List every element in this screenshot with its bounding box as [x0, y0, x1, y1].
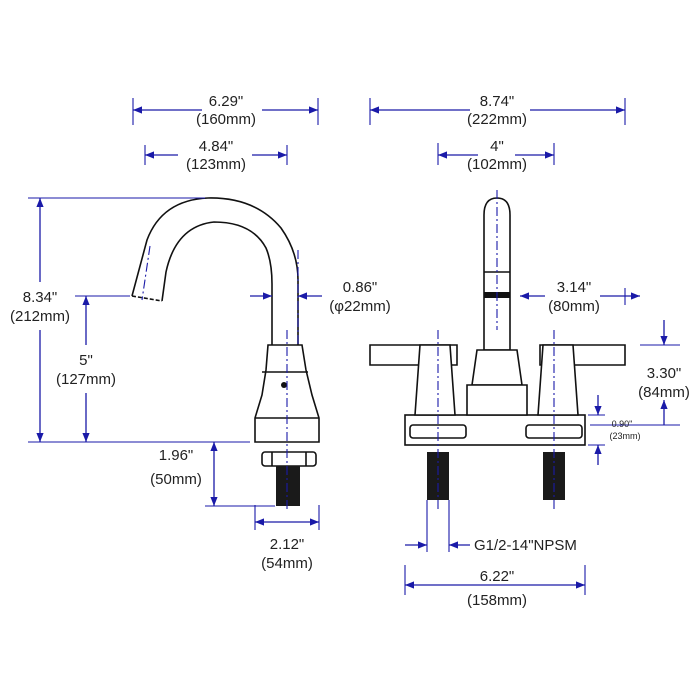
- label-overall-height-metric: (212mm): [10, 308, 70, 325]
- label-shank-length-imperial: 1.96": [159, 447, 194, 464]
- label-handle-height-imperial: 3.30": [647, 365, 682, 382]
- right-shank: [543, 452, 565, 500]
- side-mounting-nut: [261, 451, 317, 467]
- label-overall-width-metric: (222mm): [467, 111, 527, 128]
- label-center-spacing-metric: (102mm): [467, 156, 527, 173]
- side-spout: [131, 197, 299, 345]
- label-aerator-to-handle-metric: (80mm): [548, 298, 600, 315]
- label-spout-height-imperial: 5": [79, 352, 93, 369]
- label-spout-diameter-imperial: 0.86": [343, 279, 378, 296]
- label-spout-diameter-metric: (φ22mm): [329, 298, 390, 315]
- label-spout-reach-metric: (123mm): [186, 156, 246, 173]
- label-deck-height-imperial: 0.90": [612, 419, 633, 429]
- label-center-spacing-imperial: 4": [490, 138, 504, 155]
- label-thread-spec: G1/2-14"NPSM: [474, 537, 577, 554]
- side-threaded-shank: [276, 466, 300, 506]
- label-spout-height-metric: (127mm): [56, 371, 116, 388]
- label-handle-height-metric: (84mm): [638, 384, 690, 401]
- label-spout-reach-imperial: 4.84": [199, 138, 234, 155]
- label-aerator-to-handle-imperial: 3.14": [557, 279, 592, 296]
- side-view: [131, 197, 320, 512]
- label-shank-length-metric: (50mm): [150, 471, 202, 488]
- label-deck-height-metric: (23mm): [610, 431, 641, 441]
- label-overall-width-imperial: 8.74": [480, 93, 515, 110]
- dimension-lines: [28, 98, 680, 595]
- side-aerator: [131, 295, 163, 302]
- side-set-screw: [281, 382, 287, 388]
- label-base-width-imperial: 6.22": [480, 568, 515, 585]
- label-overall-height-imperial: 8.34": [23, 289, 58, 306]
- front-view: [369, 190, 626, 510]
- label-base-depth-metric: (54mm): [261, 555, 313, 572]
- left-shank: [427, 452, 449, 500]
- dimension-labels: 6.29" (160mm) 4.84" (123mm) 8.34" (212mm…: [10, 93, 690, 609]
- label-base-width-metric: (158mm): [467, 592, 527, 609]
- label-overall-reach-metric: (160mm): [196, 111, 256, 128]
- label-overall-reach-imperial: 6.29": [209, 93, 244, 110]
- label-base-depth-imperial: 2.12": [270, 536, 305, 553]
